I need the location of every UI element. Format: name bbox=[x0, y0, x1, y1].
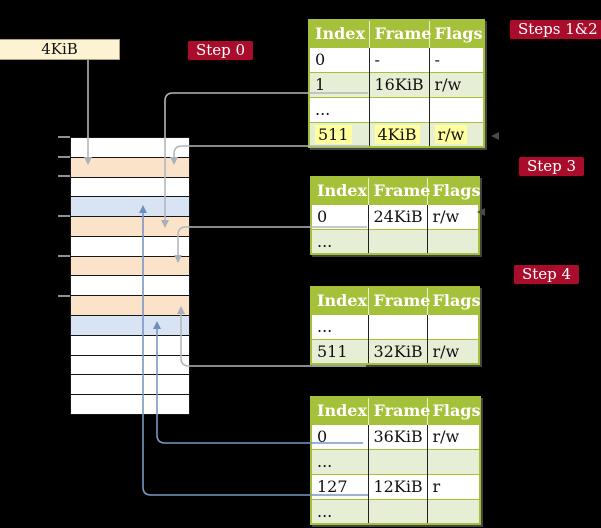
memory-row bbox=[71, 197, 189, 218]
table-row: 0 36KiB r/w bbox=[311, 423, 480, 449]
memory-tick bbox=[58, 175, 70, 177]
cell-flags: - bbox=[434, 50, 440, 69]
memory-row bbox=[71, 217, 189, 237]
table-row-highlighted: 511 4KiB r/w bbox=[309, 121, 484, 147]
memory-row bbox=[71, 296, 189, 317]
table-row: 0 24KiB r/w bbox=[311, 203, 479, 229]
col-header-frame: Frame bbox=[369, 20, 431, 47]
col-header-flags: Flags bbox=[427, 397, 481, 424]
memory-row bbox=[71, 335, 189, 356]
table-row: ... bbox=[311, 448, 480, 474]
table-row: 0 - - bbox=[309, 46, 484, 72]
cell-index: 1 bbox=[315, 75, 326, 94]
cell-frame: 36KiB bbox=[373, 427, 423, 446]
table-row: ... bbox=[311, 313, 479, 339]
cell-flags: r/w bbox=[434, 124, 468, 144]
cell-frame: 4KiB bbox=[374, 124, 420, 144]
memory-row bbox=[71, 276, 189, 297]
cell-index: 0 bbox=[315, 50, 326, 69]
physical-memory-stack bbox=[70, 137, 190, 415]
memory-row bbox=[71, 375, 189, 396]
table-row: 127 12KiB r bbox=[311, 473, 480, 499]
badge-step-0: Step 0 bbox=[188, 41, 254, 60]
cell-index: ... bbox=[317, 452, 333, 471]
table-row: 1 16KiB r/w bbox=[309, 71, 484, 97]
cell-frame: - bbox=[374, 50, 380, 69]
cell-index: ... bbox=[315, 100, 331, 119]
memory-row bbox=[71, 157, 189, 178]
entry-pointer-mark bbox=[491, 132, 499, 140]
cell-flags: r/w bbox=[432, 207, 460, 226]
cell-index: 511 bbox=[315, 124, 352, 144]
memory-row bbox=[71, 395, 189, 414]
memory-tick bbox=[58, 156, 70, 158]
cell-index: ... bbox=[317, 231, 333, 251]
badge-steps-1-2: Steps 1&2 bbox=[510, 20, 601, 39]
table-row: ... bbox=[309, 96, 484, 122]
page-table-steps-1-2: Index Frame Flags 0 - - 1 16KiB r/w ... … bbox=[308, 19, 485, 148]
memory-row bbox=[71, 138, 189, 158]
col-header-frame: Frame bbox=[368, 287, 430, 314]
col-header-frame: Frame bbox=[368, 177, 430, 204]
page-table-step-3: Index Frame Flags 0 24KiB r/w ... bbox=[310, 176, 481, 255]
cell-index: ... bbox=[317, 317, 333, 336]
memory-address-label: 4KiB bbox=[41, 40, 78, 58]
cell-frame: 16KiB bbox=[374, 75, 424, 94]
col-header-index: Index bbox=[311, 287, 369, 314]
page-table-step-4: Index Frame Flags ... 511 32KiB r/w bbox=[310, 286, 481, 365]
cell-index: 511 bbox=[317, 341, 348, 361]
col-header-flags: Flags bbox=[429, 20, 484, 47]
memory-tick bbox=[58, 255, 70, 257]
cell-flags: r bbox=[432, 477, 441, 496]
col-header-index: Index bbox=[311, 397, 369, 424]
col-header-flags: Flags bbox=[427, 177, 481, 204]
table-row: ... bbox=[311, 228, 479, 254]
memory-address-box: 4KiB bbox=[0, 39, 120, 60]
col-header-index: Index bbox=[311, 177, 369, 204]
cell-frame: 24KiB bbox=[373, 207, 423, 226]
cell-index: 127 bbox=[317, 477, 348, 496]
col-header-frame: Frame bbox=[368, 397, 430, 424]
memory-row bbox=[71, 256, 189, 277]
cell-flags: r/w bbox=[432, 341, 460, 361]
page-table-final: Index Frame Flags 0 36KiB r/w ... 127 12… bbox=[310, 396, 481, 525]
cell-frame: 12KiB bbox=[373, 477, 423, 496]
cell-index: ... bbox=[317, 501, 333, 521]
cell-index: 0 bbox=[317, 207, 328, 226]
memory-row bbox=[71, 236, 189, 257]
cell-frame: 32KiB bbox=[373, 341, 423, 361]
table-row: 511 32KiB r/w bbox=[311, 338, 479, 364]
cell-flags: r/w bbox=[434, 75, 462, 94]
memory-row bbox=[71, 316, 189, 336]
memory-row bbox=[71, 177, 189, 198]
cell-flags: r/w bbox=[432, 427, 460, 446]
memory-tick bbox=[58, 136, 70, 138]
col-header-flags: Flags bbox=[427, 287, 481, 314]
memory-tick bbox=[58, 295, 70, 297]
memory-row bbox=[71, 355, 189, 376]
cell-index: 0 bbox=[317, 427, 328, 446]
badge-step-4: Step 4 bbox=[514, 265, 580, 284]
memory-tick bbox=[58, 215, 70, 217]
table-row: ... bbox=[311, 498, 480, 524]
col-header-index: Index bbox=[309, 20, 370, 47]
badge-step-3: Step 3 bbox=[519, 157, 585, 176]
